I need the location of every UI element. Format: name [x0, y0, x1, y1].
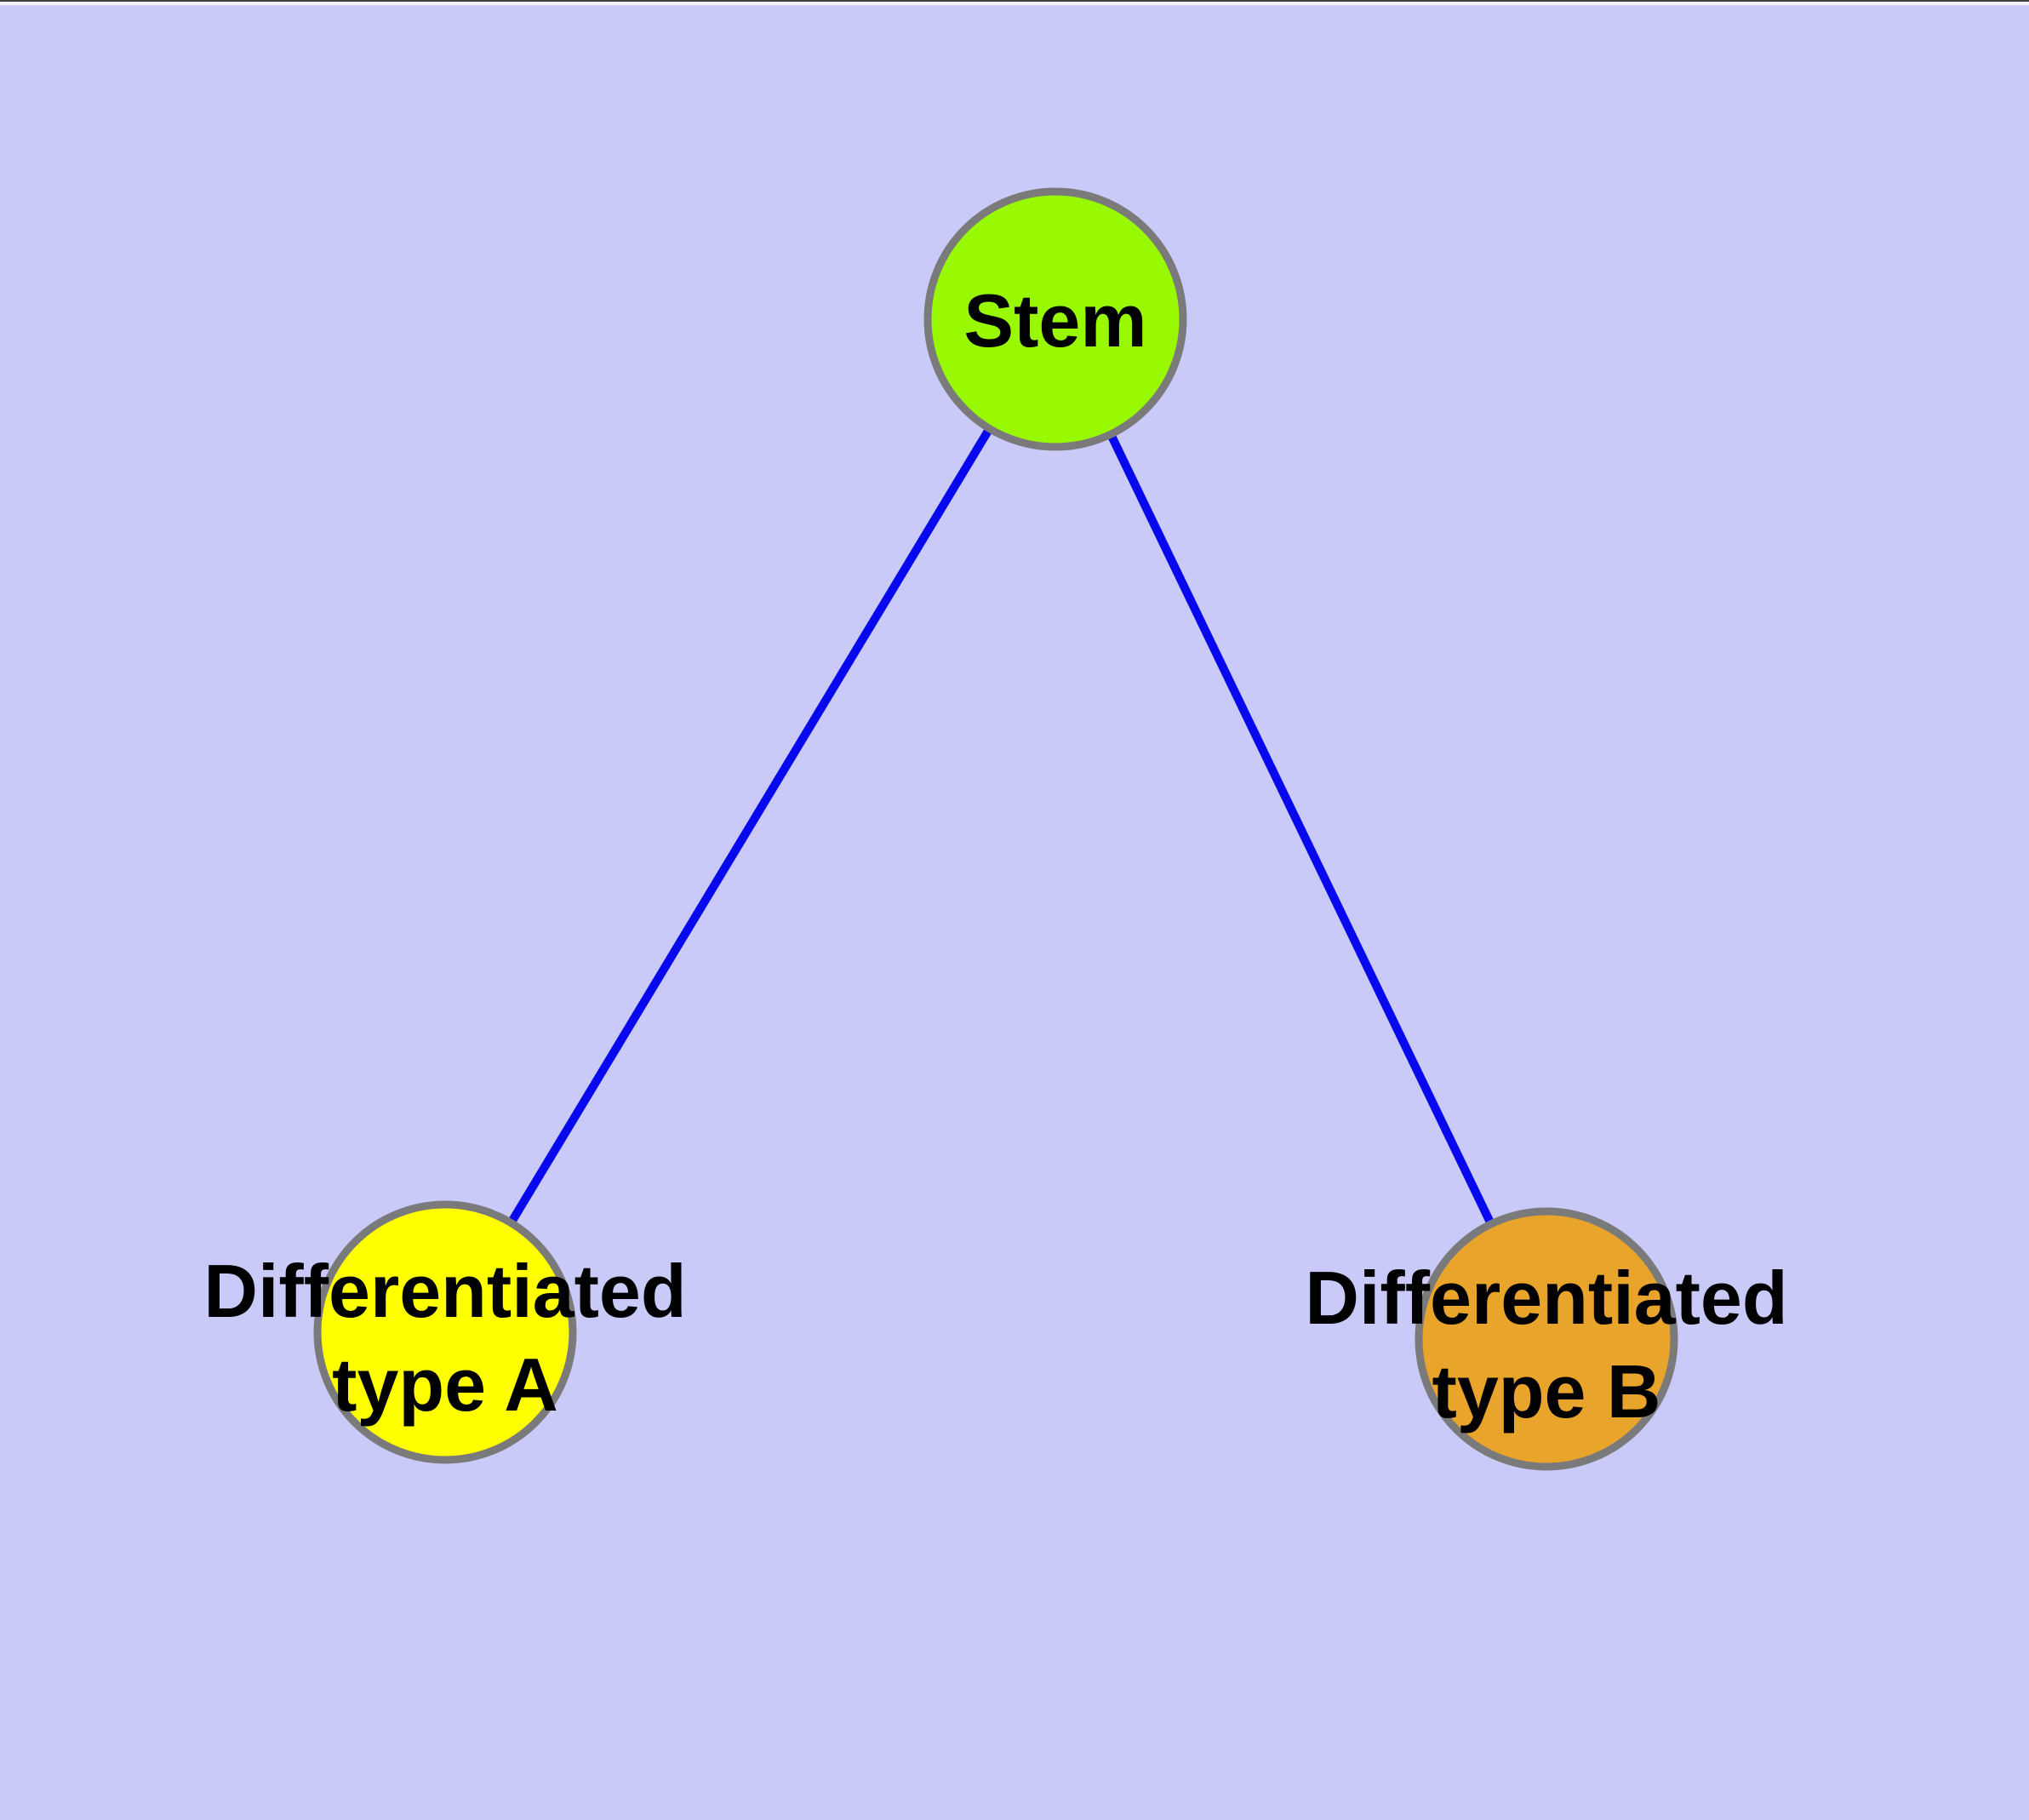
edge-stem-to-type-a — [441, 317, 1060, 1335]
node-stem-label: Stem — [963, 278, 1146, 363]
node-type-b-label-line2: type B — [1432, 1349, 1661, 1434]
node-type-a-label-line1: Differentiated — [203, 1249, 686, 1333]
node-type-b-label-line1: Differentiated — [1305, 1256, 1787, 1340]
node-type-a-circle — [313, 1200, 577, 1464]
node-stem-circle — [923, 187, 1187, 451]
window-top-edge-light — [0, 2, 2029, 5]
node-layer — [313, 187, 1678, 1471]
label-layer: Stem Differentiated type A Differentiate… — [203, 278, 1787, 1434]
node-type-a-label-line2: type A — [332, 1342, 558, 1427]
edge-stem-to-type-b — [1051, 317, 1551, 1342]
window-top-edge-dark — [0, 0, 2029, 2]
node-type-b-circle — [1415, 1207, 1678, 1471]
edge-layer — [441, 317, 1551, 1342]
